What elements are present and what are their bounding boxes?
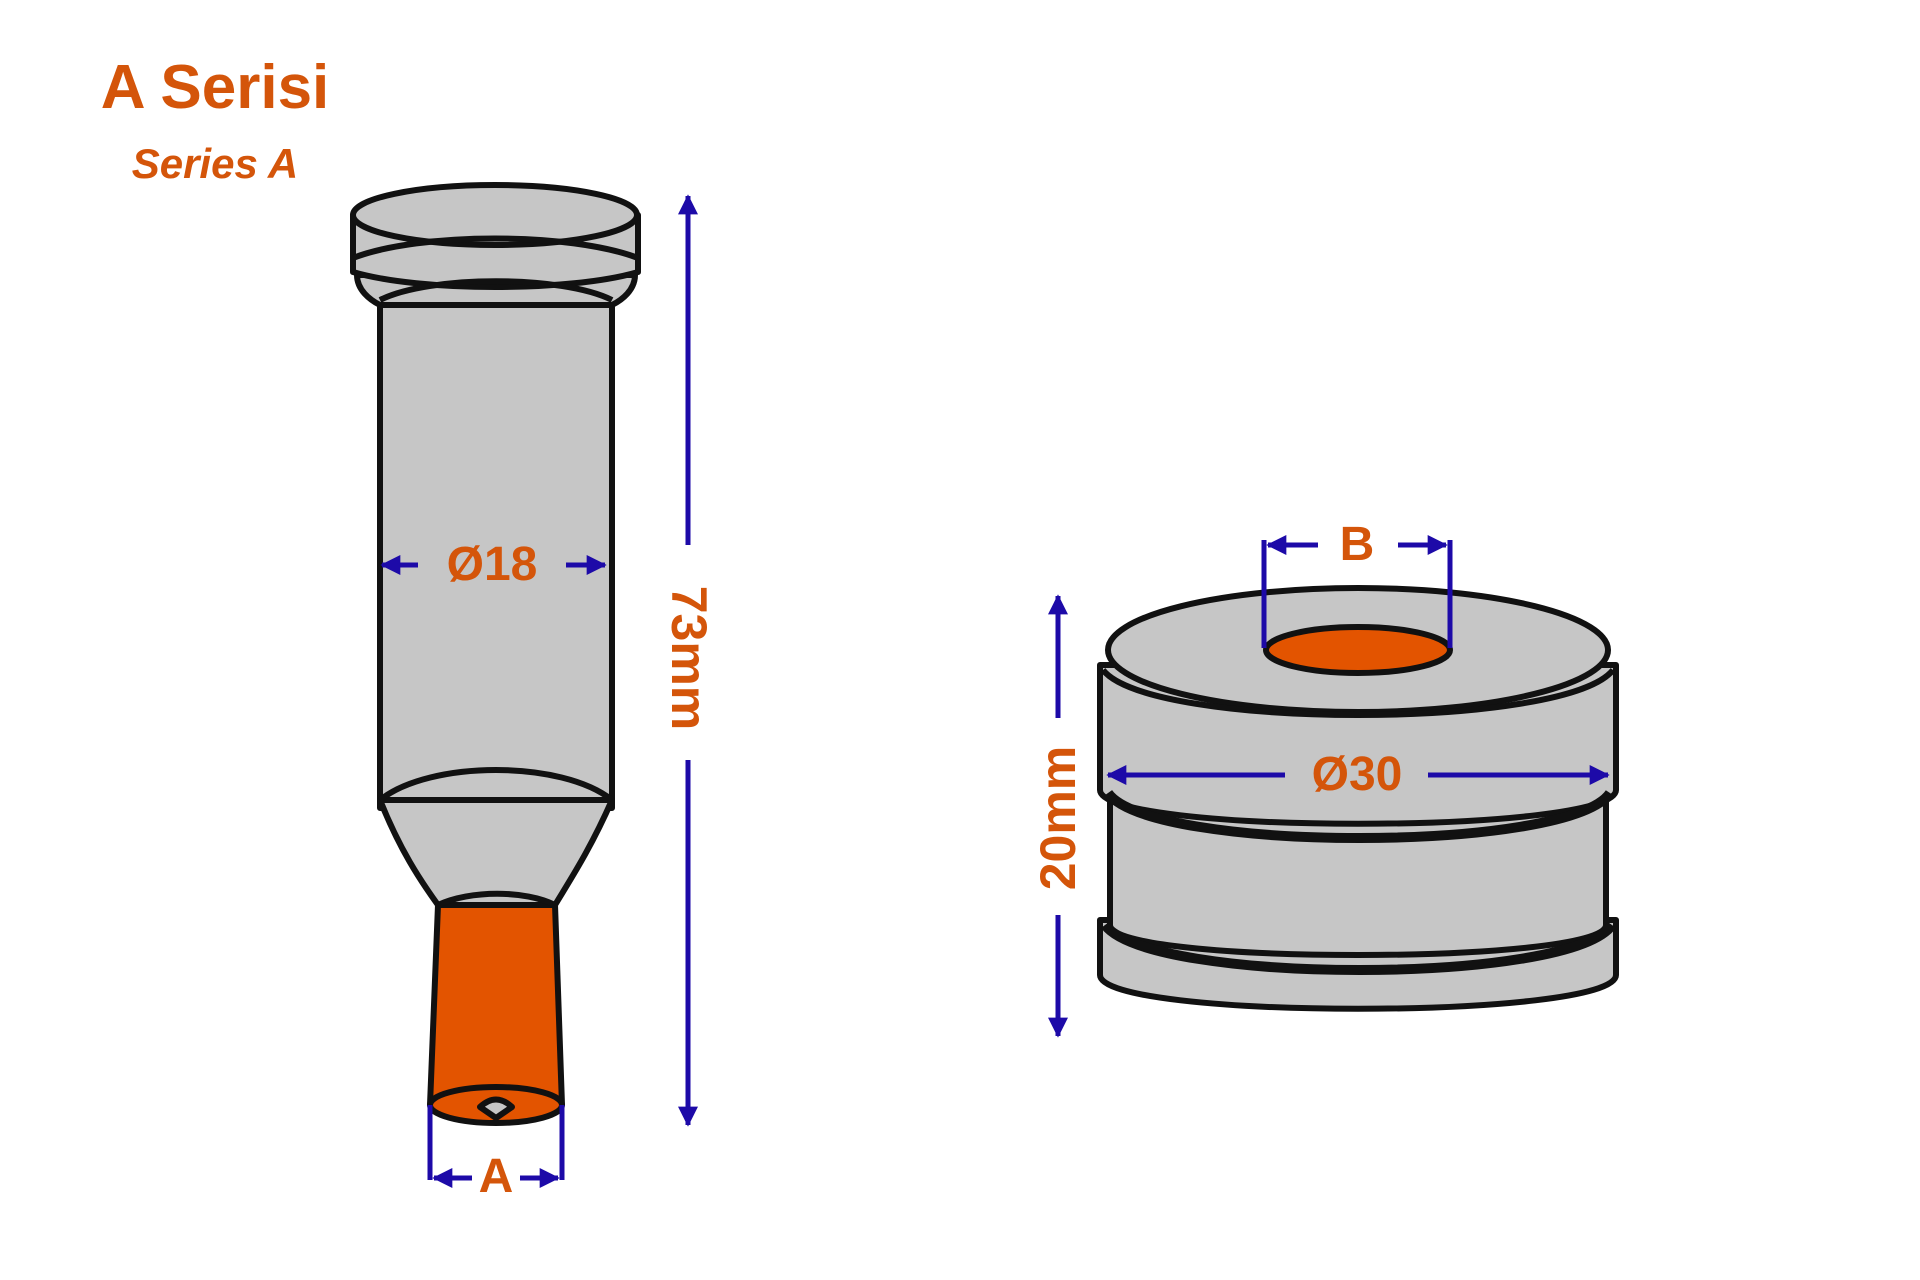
subtitle: Series A xyxy=(131,140,299,187)
punch-head-top xyxy=(350,182,640,248)
punch-dimensions: Ø18 73mm A xyxy=(380,194,717,1203)
punch-diameter-label: Ø18 xyxy=(447,538,538,591)
die-dimensions: B Ø30 20mm xyxy=(1030,518,1610,1038)
die-middle-groove xyxy=(1103,789,1615,843)
die-diameter-label: Ø30 xyxy=(1312,748,1403,801)
punch-tip-notch xyxy=(477,1096,515,1121)
die-hole-label: B xyxy=(1340,518,1375,571)
die-height-label: 20mm xyxy=(1030,746,1086,891)
punch-tip-label: A xyxy=(479,1150,514,1203)
punch-tip xyxy=(427,902,565,1108)
die-hole xyxy=(1263,624,1453,676)
die-top-ring xyxy=(1100,667,1616,718)
punch-taper xyxy=(377,797,615,908)
die xyxy=(1097,585,1619,1012)
die-lower-groove xyxy=(1101,921,1617,975)
punch-length-label: 73mm xyxy=(661,586,717,731)
title: A Serisi xyxy=(100,53,330,122)
punch-shaft-ring xyxy=(378,278,614,303)
punch-tip-top xyxy=(436,890,557,908)
punch-taper-ring xyxy=(378,767,614,803)
punch-head-ring xyxy=(351,235,640,261)
punch xyxy=(350,182,641,1126)
